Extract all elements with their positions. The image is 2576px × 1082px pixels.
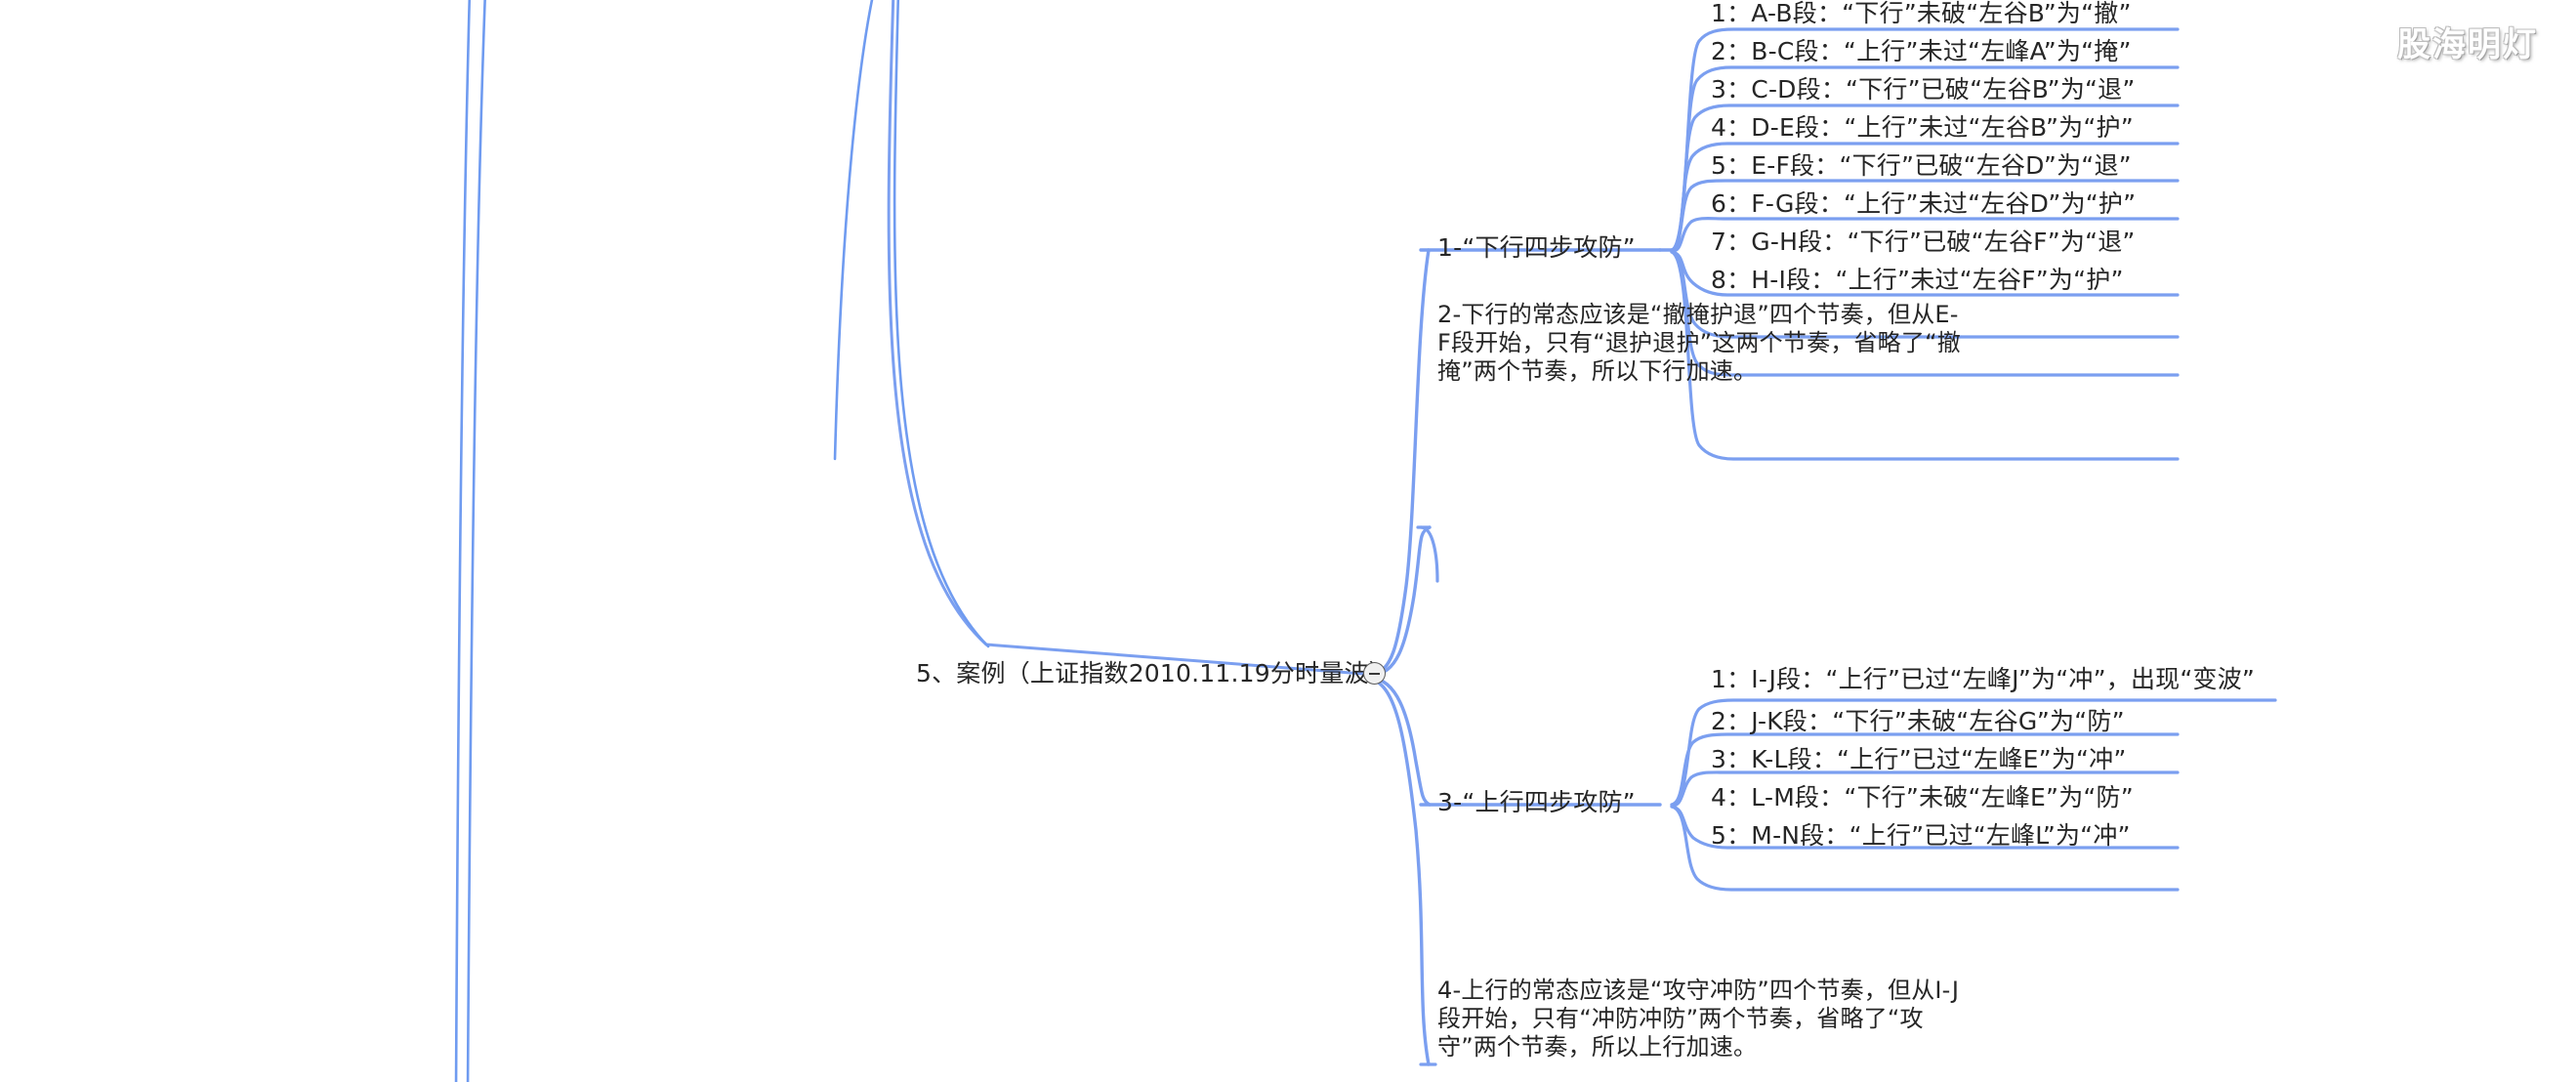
leaf-node-b1-c7[interactable]: 7：G-H段：“下行”已破“左谷F”为“退” — [1711, 227, 2136, 257]
branch-label-3[interactable]: 3-“上行四步攻防” — [1437, 787, 1636, 817]
root-node[interactable]: 5、案例（上证指数2010.11.19分时量波） — [916, 658, 1393, 688]
leaf-node-b1-c2-label: 2：B-C段：“上行”未过“左峰A”为“掩” — [1711, 37, 2132, 65]
branch-label-1[interactable]: 1-“下行四步攻防” — [1437, 232, 1636, 263]
leaf-node-b3-c3-label: 3：K-L段：“上行”已过“左峰E”为“冲” — [1711, 745, 2127, 773]
leaf-node-b3-c2-label: 2：J-K段：“下行”未破“左谷G”为“防” — [1711, 707, 2125, 735]
leaf-node-b1-c4-label: 4：D-E段：“上行”未过“左谷B”为“护” — [1711, 113, 2134, 142]
root-collapse-button[interactable] — [1363, 662, 1386, 685]
leaf-node-b3-c5-label: 5：M-N段：“上行”已过“左峰L”为“冲” — [1711, 821, 2131, 850]
watermark: 股海明灯 — [2397, 18, 2538, 65]
minus-icon — [1369, 672, 1380, 675]
leaf-node-b1-c1[interactable]: 1：A-B段：“下行”未破“左谷B”为“撤” — [1711, 0, 2132, 28]
branch-label-4-text: 4-上行的常态应该是“攻守冲防”四个节奏，但从I-J段开始，只有“冲防冲防”两个… — [1437, 977, 1960, 1061]
leaf-node-b1-c3-label: 3：C-D段：“下行”已破“左谷B”为“退” — [1711, 75, 2136, 104]
leaf-node-b1-c7-label: 7：G-H段：“下行”已破“左谷F”为“退” — [1711, 228, 2136, 256]
leaf-node-b1-c1-label: 1：A-B段：“下行”未破“左谷B”为“撤” — [1711, 0, 2132, 27]
watermark-text: 股海明灯 — [2397, 25, 2538, 64]
branch-label-1-text: 1-“下行四步攻防” — [1437, 233, 1636, 262]
leaf-node-b1-c6[interactable]: 6：F-G段：“上行”未过“左谷D”为“护” — [1711, 188, 2136, 219]
branch-label-2[interactable]: 2-下行的常态应该是“撤掩护退”四个节奏，但从E-F段开始，只有“退护退护”这两… — [1437, 301, 1970, 386]
branch-label-4[interactable]: 4-上行的常态应该是“攻守冲防”四个节奏，但从I-J段开始，只有“冲防冲防”两个… — [1437, 977, 1970, 1061]
leaf-node-b1-c5-label: 5：E-F段：“下行”已破“左谷D”为“退” — [1711, 151, 2132, 180]
leaf-node-b1-c5[interactable]: 5：E-F段：“下行”已破“左谷D”为“退” — [1711, 150, 2132, 181]
leaf-node-b1-c4[interactable]: 4：D-E段：“上行”未过“左谷B”为“护” — [1711, 112, 2134, 143]
leaf-node-b1-c8-label: 8：H-I段：“上行”未过“左谷F”为“护” — [1711, 266, 2124, 294]
leaf-node-b3-c5[interactable]: 5：M-N段：“上行”已过“左峰L”为“冲” — [1711, 820, 2131, 851]
leaf-node-b3-c2[interactable]: 2：J-K段：“下行”未破“左谷G”为“防” — [1711, 706, 2125, 736]
leaf-node-b1-c6-label: 6：F-G段：“上行”未过“左谷D”为“护” — [1711, 189, 2137, 218]
leaf-node-b1-c3[interactable]: 3：C-D段：“下行”已破“左谷B”为“退” — [1711, 74, 2136, 104]
leaf-node-b3-c1-label: 1：I-J段：“上行”已过“左峰J”为“冲”，出现“变波” — [1711, 665, 2256, 693]
branch-label-2-text: 2-下行的常态应该是“撤掩护退”四个节奏，但从E-F段开始，只有“退护退护”这两… — [1437, 301, 1961, 385]
leaf-node-b3-c4[interactable]: 4：L-M段：“下行”未破“左峰E”为“防” — [1711, 782, 2134, 812]
leaf-node-b3-c3[interactable]: 3：K-L段：“上行”已过“左峰E”为“冲” — [1711, 744, 2127, 774]
leaf-node-b3-c1[interactable]: 1：I-J段：“上行”已过“左峰J”为“冲”，出现“变波” — [1711, 664, 2311, 694]
leaf-node-b3-c4-label: 4：L-M段：“下行”未破“左峰E”为“防” — [1711, 783, 2134, 812]
leaf-node-b1-c2[interactable]: 2：B-C段：“上行”未过“左峰A”为“掩” — [1711, 36, 2132, 66]
root-node-label: 5、案例（上证指数2010.11.19分时量波） — [916, 659, 1393, 687]
branch-label-3-text: 3-“上行四步攻防” — [1437, 788, 1636, 816]
leaf-node-b1-c8[interactable]: 8：H-I段：“上行”未过“左谷F”为“护” — [1711, 265, 2124, 295]
